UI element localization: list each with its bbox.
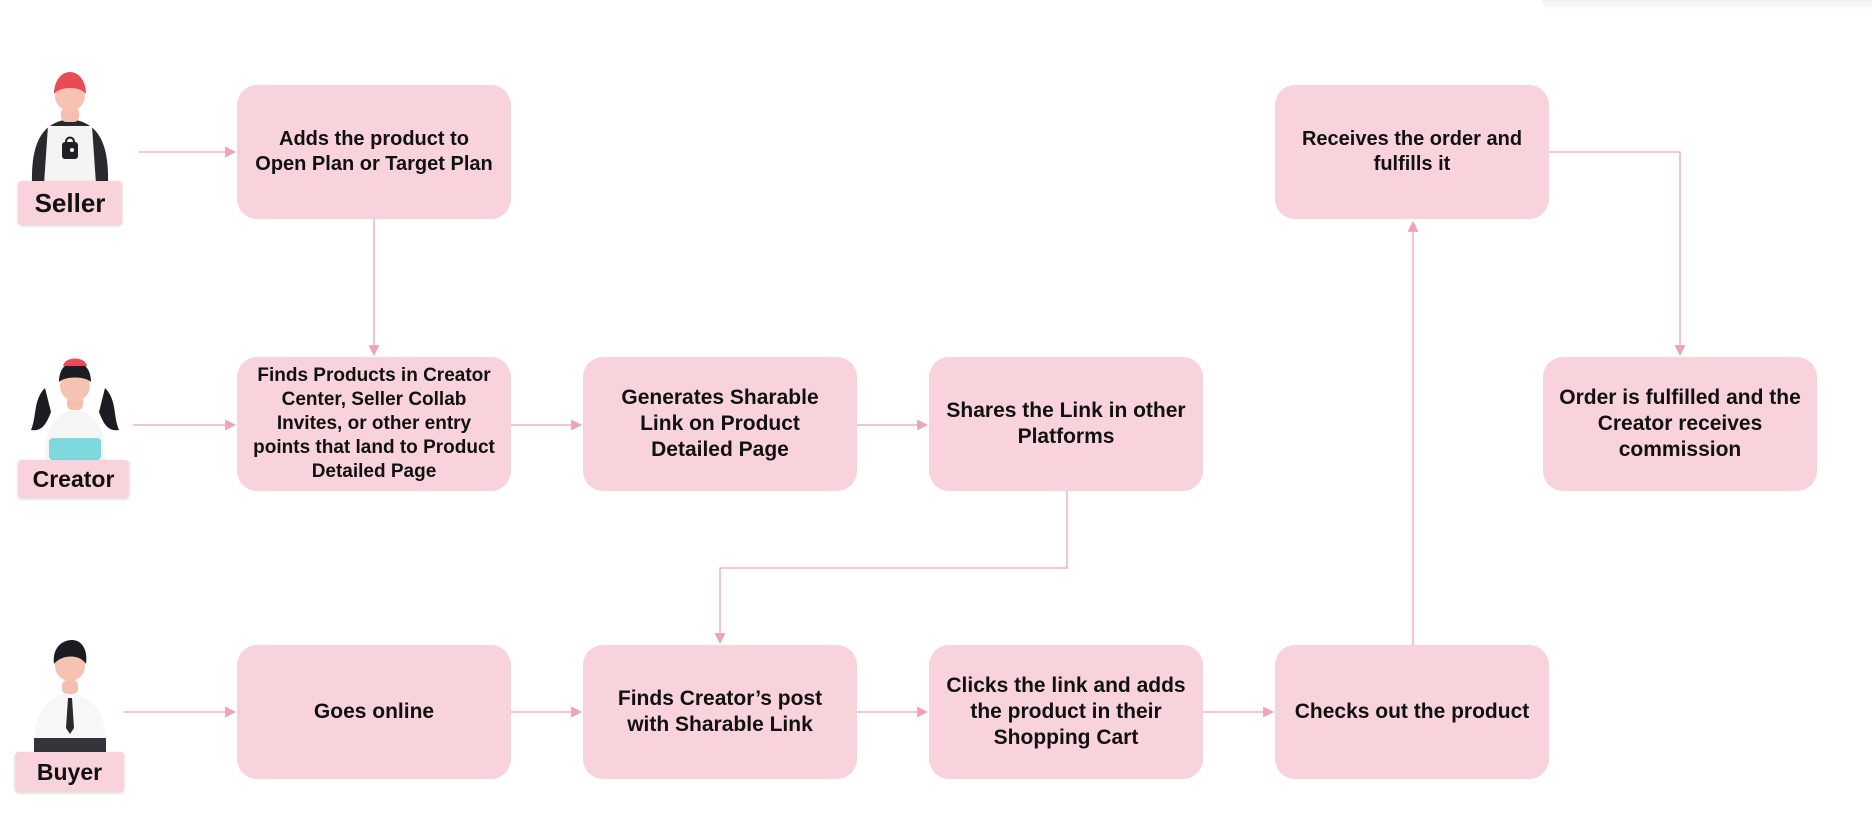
step-buyer-clicks-link: Clicks the link and adds the product in … [929,645,1203,779]
arrow-share-link-to-find-post [714,491,1068,645]
step-creator-generates-link: Generates Sharable Link on Product Detai… [583,357,857,491]
step-creator-shares-link: Shares the Link in other Platforms [929,357,1203,491]
creator-avatar [31,358,119,460]
seller-avatar [31,72,109,184]
creator-role-label: Creator [18,460,129,498]
step-buyer-goes-online: Goes online [237,645,511,779]
step-seller-receives-order: Receives the order and fulfills it [1275,85,1549,219]
step-buyer-checks-out: Checks out the product [1275,645,1549,779]
seller-role-label: Seller [18,181,122,225]
step-order-fulfilled: Order is fulfilled and the Creator recei… [1543,357,1817,491]
arrow-receive-order-to-fulfilled [1549,151,1686,357]
corner-shadow [1542,0,1872,10]
buyer-avatar [34,640,106,752]
step-buyer-finds-post: Finds Creator’s post with Sharable Link [583,645,857,779]
buyer-role-label: Buyer [15,752,124,792]
step-seller-adds-product: Adds the product to Open Plan or Target … [237,85,511,219]
step-creator-finds-products: Finds Products in Creator Center, Seller… [237,357,511,491]
